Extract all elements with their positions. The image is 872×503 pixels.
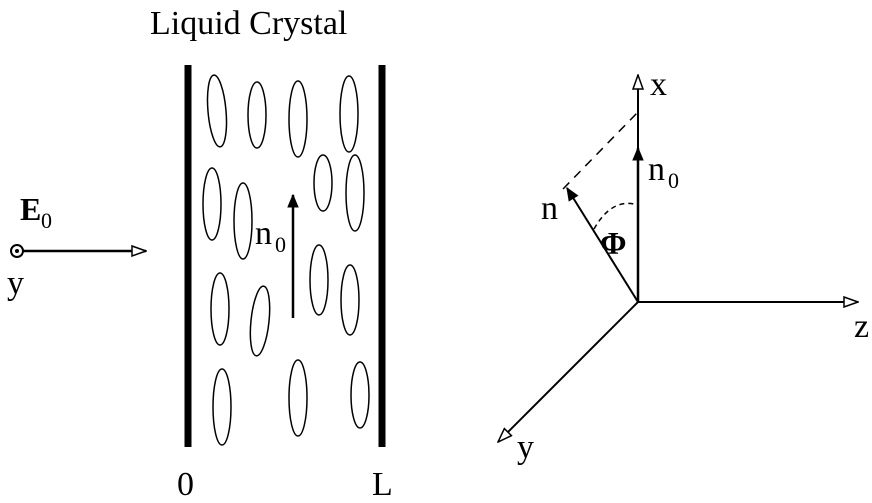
z-axis-label: z	[854, 308, 869, 345]
molecule	[350, 361, 370, 429]
field-label-sub: 0	[41, 208, 52, 233]
molecule	[202, 167, 222, 241]
molecule	[339, 75, 359, 153]
molecule	[345, 154, 365, 232]
coordinate-axes	[498, 75, 858, 442]
field-arrow	[10, 244, 146, 258]
projection-dashed-line	[562, 111, 639, 190]
cell-bound-right-label: L	[372, 466, 393, 503]
molecule	[212, 368, 232, 446]
rotated-director-arrow	[566, 188, 639, 303]
molecule	[233, 182, 253, 260]
cell-director-label-main: n	[255, 215, 272, 252]
molecule	[313, 154, 333, 212]
initial-director-label-main: n	[648, 151, 665, 188]
molecule	[288, 80, 308, 158]
y-axis-label: y	[517, 429, 534, 466]
cell-director-label-sub: 0	[275, 232, 286, 257]
molecule	[288, 359, 308, 437]
angle-label: Φ	[600, 225, 627, 261]
molecule	[340, 264, 360, 336]
molecules	[202, 74, 370, 446]
rotated-director-label: n	[541, 190, 558, 227]
diagram-title: Liquid Crystal	[150, 5, 347, 42]
field-axis-label: y	[7, 265, 24, 302]
y-axis	[498, 301, 639, 442]
angle-arc	[593, 202, 639, 230]
cell-bound-left-label: 0	[177, 466, 194, 503]
initial-director-label-sub: 0	[668, 168, 679, 193]
molecule	[210, 272, 230, 346]
x-axis-label: x	[650, 66, 667, 103]
field-label-main: E	[20, 191, 41, 227]
molecule	[247, 81, 267, 149]
molecule	[206, 74, 228, 148]
molecule	[249, 285, 271, 357]
molecule	[309, 244, 329, 316]
